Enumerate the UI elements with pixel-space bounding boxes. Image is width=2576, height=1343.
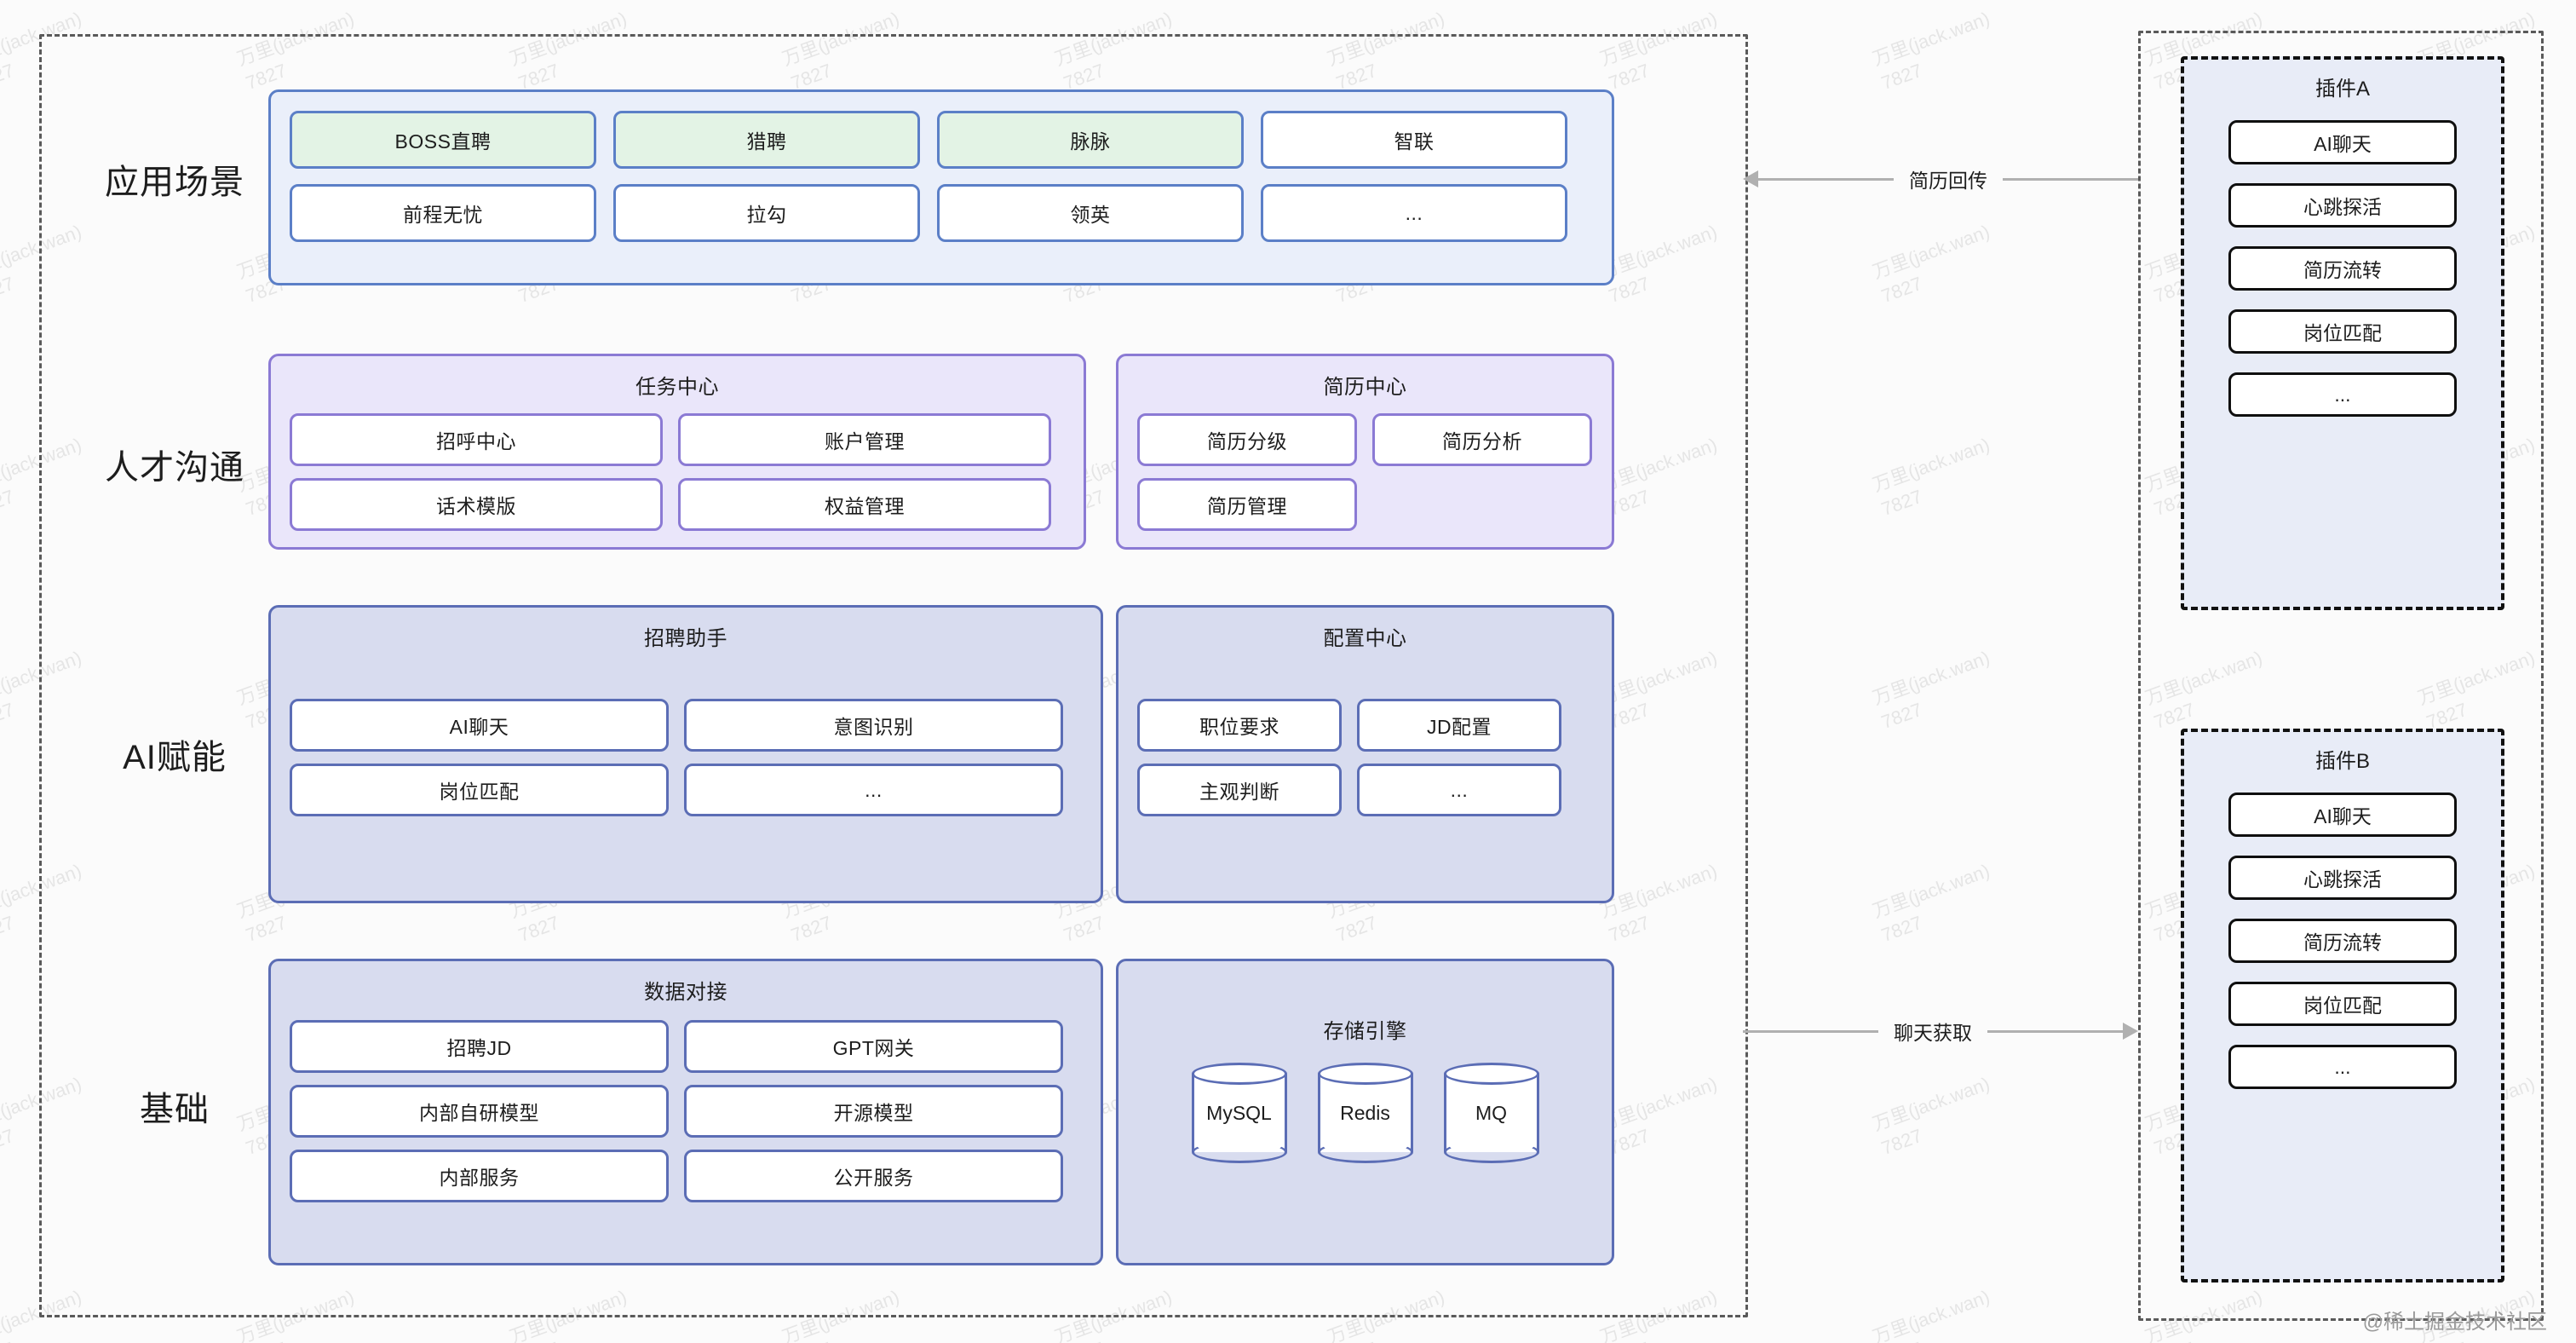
- task-center-chip[interactable]: 权益管理: [678, 478, 1051, 531]
- cylinder-top: [1443, 1063, 1539, 1085]
- resume-center-chip[interactable]: 简历分级: [1137, 413, 1357, 466]
- layer-label-talent: 人才沟通: [105, 449, 244, 487]
- watermark-text: 万里(jack.wan) 7827: [1869, 647, 1992, 733]
- connector-line: [1758, 177, 1894, 181]
- config-chip[interactable]: 职位要求: [1137, 699, 1342, 752]
- cylinder-body: [1191, 1074, 1287, 1152]
- app-scenario-chip[interactable]: 脉脉: [937, 111, 1244, 169]
- app-scenario-chip[interactable]: 猎聘: [613, 111, 920, 169]
- plugin-item-chip[interactable]: 简历流转: [2228, 919, 2457, 963]
- connector-line: [1987, 1029, 2123, 1033]
- storage-cylinder[interactable]: MySQL: [1191, 1063, 1287, 1163]
- group-resume-center: 简历中心 简历分级简历分析简历管理: [1116, 354, 1614, 550]
- plugin-item-chip[interactable]: AI聊天: [2228, 120, 2457, 164]
- watermark-text: 万里(jack.wan) 7827: [1869, 1073, 1992, 1159]
- plugin-item-chip[interactable]: 岗位匹配: [2228, 982, 2457, 1026]
- site-watermark: @稀土掘金技术社区: [2362, 1311, 2547, 1334]
- assistant-chip[interactable]: ...: [684, 764, 1063, 816]
- group-title-config-center: 配置中心: [1323, 627, 1407, 650]
- data-integration-chip[interactable]: 内部服务: [290, 1150, 669, 1202]
- group-title-recruiting-assistant: 招聘助手: [644, 627, 727, 650]
- connector-line: [1743, 1029, 1878, 1033]
- group-application-scenarios: BOSS直聘猎聘脉脉智联前程无忧拉勾领英...: [268, 89, 1614, 285]
- group-storage-engine: 存储引擎 MySQL Redis MQ: [1116, 959, 1614, 1265]
- data-integration-chip[interactable]: 内部自研模型: [290, 1085, 669, 1138]
- plugin-panel-b: 插件B AI聊天心跳探活简历流转岗位匹配...: [2181, 729, 2504, 1282]
- app-scenario-chip[interactable]: ...: [1261, 184, 1567, 242]
- group-config-center: 配置中心 职位要求 JD配置主观判断...: [1116, 605, 1614, 903]
- plugin-boundary: [2138, 31, 2544, 1321]
- task-center-chip[interactable]: 话术模版: [290, 478, 663, 531]
- watermark-text: 万里(jack.wan) 7827: [1869, 1286, 1992, 1343]
- config-chip[interactable]: JD配置: [1357, 699, 1561, 752]
- plugin-panel-a: 插件A AI聊天心跳探活简历流转岗位匹配...: [2181, 56, 2504, 610]
- app-scenario-chip[interactable]: 拉勾: [613, 184, 920, 242]
- watermark-text: 万里(jack.wan) 7827: [1869, 860, 1992, 946]
- config-chip[interactable]: 主观判断: [1137, 764, 1342, 816]
- plugin-item-chip[interactable]: ...: [2228, 1045, 2457, 1089]
- data-integration-chip[interactable]: GPT网关: [684, 1020, 1063, 1073]
- app-scenario-chip[interactable]: 智联: [1261, 111, 1567, 169]
- cylinder-top: [1191, 1063, 1287, 1085]
- app-scenario-chip[interactable]: 前程无忧: [290, 184, 596, 242]
- storage-cylinder[interactable]: Redis: [1317, 1063, 1413, 1163]
- cylinder-bottom: [1317, 1141, 1413, 1163]
- layer-label-foundation: 基础: [140, 1091, 210, 1128]
- group-title-storage-engine: 存储引擎: [1323, 1020, 1407, 1043]
- assistant-chip[interactable]: 岗位匹配: [290, 764, 669, 816]
- plugin-item-chip[interactable]: 心跳探活: [2228, 183, 2457, 228]
- group-data-integration: 数据对接 招聘JD GPT网关内部自研模型开源模型内部服务公开服务: [268, 959, 1103, 1265]
- group-title-data-integration: 数据对接: [644, 981, 727, 1004]
- cylinder-label: Redis: [1340, 1101, 1390, 1124]
- connector-resume-回传: 简历回传: [1743, 162, 2138, 196]
- task-center-chip[interactable]: 账户管理: [678, 413, 1051, 466]
- arrow-left-icon: [1743, 170, 1758, 187]
- group-title-resume-center: 简历中心: [1323, 376, 1407, 399]
- resume-center-chip[interactable]: 简历管理: [1137, 478, 1357, 531]
- arrow-right-icon: [2123, 1023, 2138, 1040]
- storage-cylinder[interactable]: MQ: [1443, 1063, 1539, 1163]
- cylinder-body: [1317, 1074, 1413, 1152]
- cylinder-top: [1317, 1063, 1413, 1085]
- plugin-b-title: 插件B: [2314, 750, 2370, 773]
- cylinder-label: MQ: [1475, 1101, 1508, 1124]
- plugin-item-chip[interactable]: 心跳探活: [2228, 856, 2457, 900]
- cylinder-bottom: [1191, 1141, 1287, 1163]
- assistant-chip[interactable]: 意图识别: [684, 699, 1063, 752]
- connector-chat-fetch: 聊天获取: [1743, 1014, 2138, 1048]
- cylinder-label: MySQL: [1206, 1101, 1272, 1124]
- plugin-item-chip[interactable]: AI聊天: [2228, 793, 2457, 837]
- connector-label-resume: 简历回传: [1909, 170, 1987, 192]
- connector-label-chat: 聊天获取: [1894, 1022, 1972, 1044]
- cylinder-bottom: [1443, 1141, 1539, 1163]
- watermark-text: 万里(jack.wan) 7827: [1869, 221, 1992, 307]
- resume-center-chip[interactable]: 简历分析: [1372, 413, 1592, 466]
- plugin-item-chip[interactable]: 简历流转: [2228, 246, 2457, 291]
- app-scenario-chip[interactable]: 领英: [937, 184, 1244, 242]
- group-title-task-center: 任务中心: [635, 376, 719, 399]
- app-scenario-chip[interactable]: BOSS直聘: [290, 111, 596, 169]
- watermark-text: 万里(jack.wan) 7827: [1869, 8, 1992, 94]
- connector-line: [2003, 177, 2138, 181]
- config-chip[interactable]: ...: [1357, 764, 1561, 816]
- layer-label-ai: AI赋能: [123, 739, 227, 776]
- assistant-chip[interactable]: AI聊天: [290, 699, 669, 752]
- cylinder-body: [1443, 1074, 1539, 1152]
- main-system-boundary: [39, 34, 1748, 1317]
- plugin-a-title: 插件A: [2314, 78, 2370, 101]
- data-integration-chip[interactable]: 招聘JD: [290, 1020, 669, 1073]
- plugin-item-chip[interactable]: 岗位匹配: [2228, 309, 2457, 354]
- plugin-item-chip[interactable]: ...: [2228, 372, 2457, 417]
- watermark-text: 万里(jack.wan) 7827: [1869, 434, 1992, 520]
- task-center-chip[interactable]: 招呼中心: [290, 413, 663, 466]
- group-recruiting-assistant: 招聘助手 AI聊天意图识别岗位匹配...: [268, 605, 1103, 903]
- data-integration-chip[interactable]: 开源模型: [684, 1085, 1063, 1138]
- data-integration-chip[interactable]: 公开服务: [684, 1150, 1063, 1202]
- layer-label-application: 应用场景: [105, 164, 244, 201]
- group-task-center: 任务中心 招呼中心账户管理话术模版权益管理: [268, 354, 1086, 550]
